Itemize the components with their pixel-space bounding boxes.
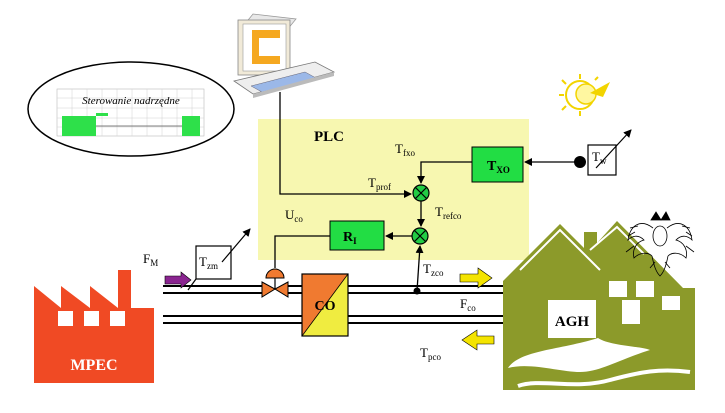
- ri-block: [329, 220, 385, 251]
- uco-label: U: [285, 207, 295, 222]
- computer-icon: [233, 13, 336, 98]
- txo-sub: XO: [496, 165, 510, 175]
- svg-text:Tpco: Tpco: [420, 345, 441, 362]
- sun-icon: [559, 74, 610, 116]
- ri-sub: I: [353, 236, 357, 246]
- tzco-sub: zco: [431, 268, 444, 278]
- tprof-label: T: [368, 175, 376, 190]
- co-heat-exchanger: CO: [301, 273, 349, 337]
- eagle-emblem-icon: [625, 211, 695, 277]
- tzco-arrow: [459, 267, 493, 289]
- summing-junction-2-icon: [411, 227, 429, 245]
- fm-label: F: [143, 251, 150, 266]
- trefco-sub: refco: [443, 211, 462, 221]
- uco-sub: co: [294, 214, 303, 224]
- fm-arrow: [164, 271, 192, 289]
- trefco-label: T: [435, 204, 443, 219]
- txo-label: T: [487, 159, 497, 174]
- tw-label: T: [592, 149, 600, 164]
- tzco-label: T: [423, 261, 431, 276]
- svg-text:Trefco: Trefco: [435, 204, 462, 221]
- tpco-arrow: [461, 329, 495, 351]
- supervisory-control: Sterowanie nadrzędne: [27, 61, 235, 157]
- tzm-label: T: [199, 254, 207, 269]
- tpco-sub: pco: [428, 352, 441, 362]
- svg-text:Tw: Tw: [592, 149, 607, 166]
- svg-text:RI: RI: [343, 230, 357, 246]
- tfxo-label: T: [395, 141, 403, 156]
- summing-junction-icon: [412, 184, 430, 202]
- svg-text:TXO: TXO: [487, 159, 510, 175]
- tpco-label: T: [420, 345, 428, 360]
- ri-label: R: [343, 230, 354, 245]
- tprof-sub: prof: [376, 182, 391, 192]
- tw-sub: w: [600, 156, 607, 166]
- agh-label: AGH: [555, 314, 590, 330]
- supervisory-label: Sterowanie nadrzędne: [82, 95, 180, 107]
- svg-text:Fco: Fco: [460, 296, 476, 313]
- tw-sensor: Tw: [574, 129, 632, 176]
- tzm-sensor: Tzm: [187, 228, 251, 291]
- svg-text:Tzco: Tzco: [423, 261, 444, 278]
- svg-text:Tzm: Tzm: [199, 254, 218, 271]
- svg-text:Tfxo: Tfxo: [395, 141, 415, 158]
- svg-text:FM: FM: [143, 251, 158, 268]
- svg-text:Tprof: Tprof: [368, 175, 391, 192]
- fco-sub: co: [467, 303, 476, 313]
- mpec-plant: MPEC: [34, 270, 154, 383]
- tzm-sub: zm: [207, 261, 218, 271]
- fm-sub: M: [150, 258, 158, 268]
- plc-title: PLC: [314, 129, 344, 145]
- plc-panel: [258, 119, 529, 260]
- tfxo-sub: fxo: [403, 148, 415, 158]
- fco-label: F: [460, 296, 467, 311]
- control-valve-icon: [261, 268, 289, 298]
- co-label: CO: [315, 299, 336, 314]
- mpec-label: MPEC: [70, 357, 117, 374]
- tzco-tap-point: [413, 287, 421, 295]
- txo-block: [471, 146, 524, 183]
- svg-text:Uco: Uco: [285, 207, 303, 224]
- agh-building: AGH: [503, 221, 695, 390]
